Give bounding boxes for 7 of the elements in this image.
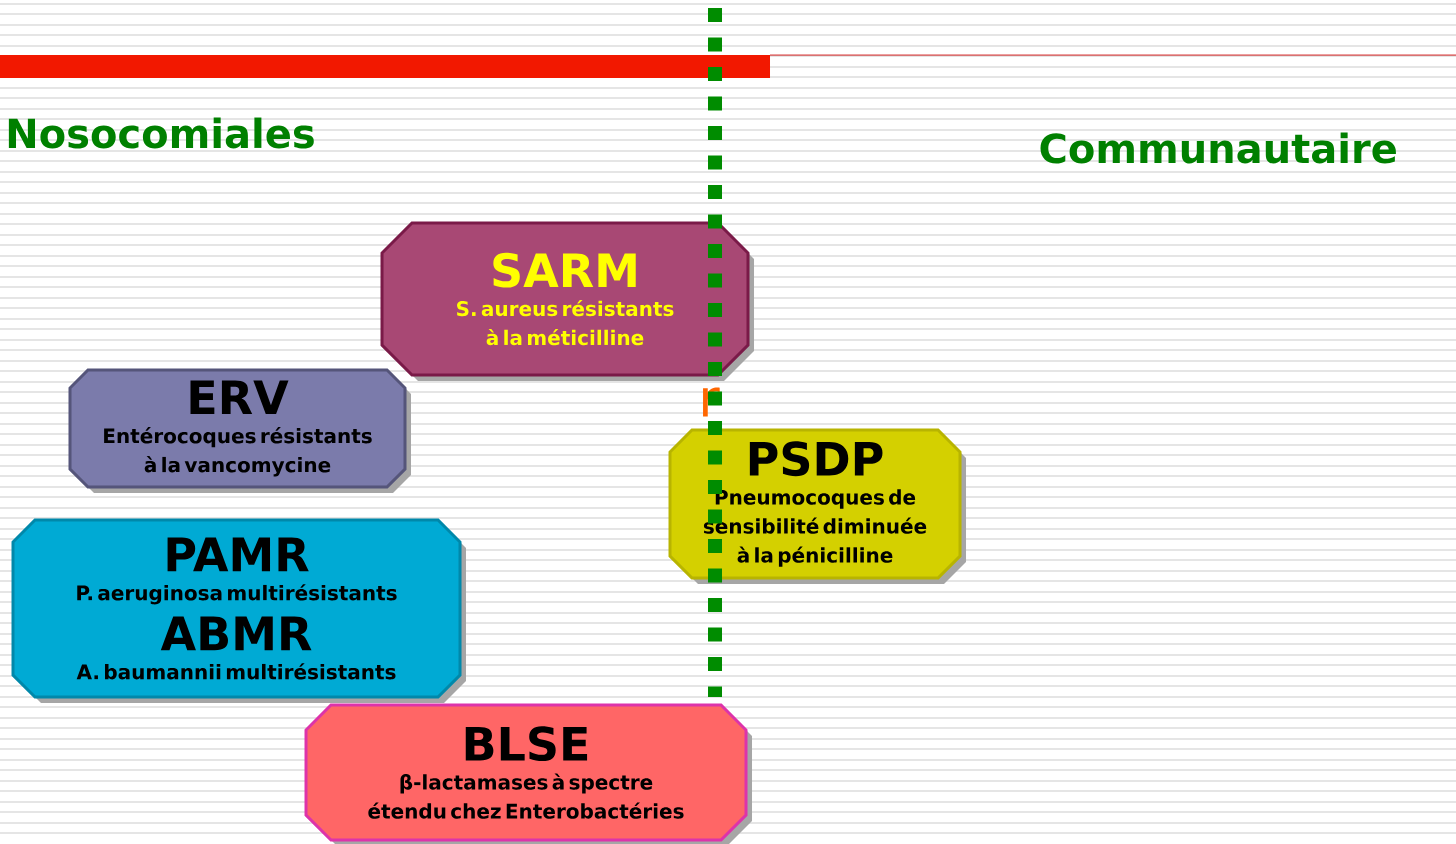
section-heading: Nosocomiales [8,117,314,149]
octagon-box: PSDP Pneumocoques de sensibilité diminuée à la pénicilline [668,428,966,584]
octagon-box: ERV Entérocoques résistants à la vancomycine [68,368,411,493]
section-heading: Communautaire [1040,132,1396,164]
octagon-box: BLSE β-lactamases à spectre étendu chez Enterobactéries [304,703,752,844]
octagon-box: SARM S. aureus résistants à la méticilline [380,221,754,381]
octagon-box: PAMR P. aeruginosa multirésistants ABMR A. baumannii multirésistants [11,518,466,703]
